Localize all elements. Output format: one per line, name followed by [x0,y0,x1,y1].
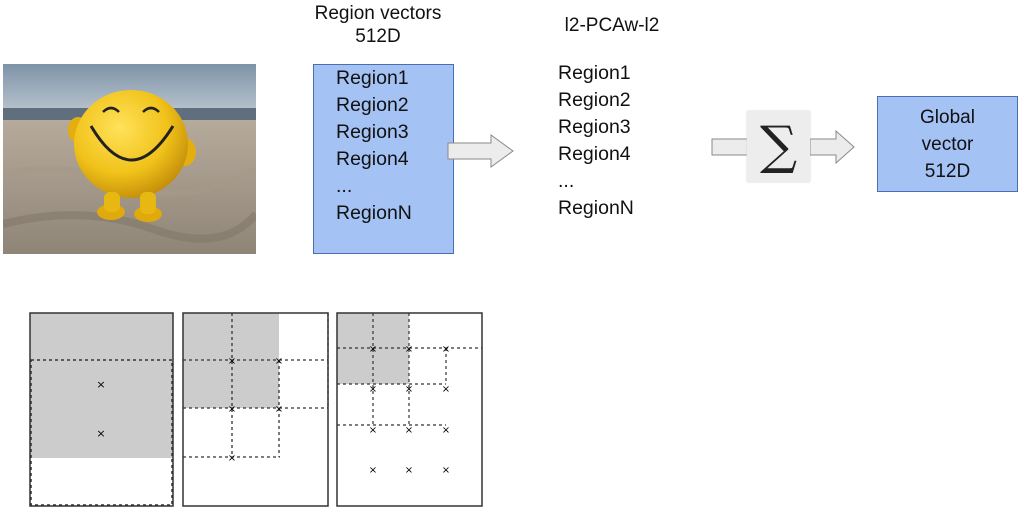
region-vector-item: ... [336,175,353,197]
region-vector-item: Region4 [336,148,409,170]
pca-region-item: Region2 [558,89,631,111]
region-vectors-box: Region1 Region2 Region3 Region4 ... Regi… [313,64,454,254]
global-vector-line1: Global [920,106,975,128]
center-mark-icon: × [369,344,377,355]
center-mark-icon: × [405,344,413,355]
center-mark-icon: × [369,425,377,436]
grid-panel-scale-3: × × × × × × × × × × × × [336,312,483,507]
center-mark-icon: × [228,356,236,367]
center-mark-icon: × [405,384,413,395]
sum-operator: ∑ [747,111,810,182]
pca-region-item: RegionN [558,197,634,219]
center-mark-icon: × [275,404,283,415]
pca-region-item: Region4 [558,143,631,165]
pca-region-item: Region3 [558,116,631,138]
center-mark-icon: × [96,378,105,391]
center-mark-icon: × [228,404,236,415]
arrow-right-icon [447,134,514,168]
center-mark-icon: × [442,425,450,436]
center-mark-icon: × [442,344,450,355]
global-vector-box: Global vector 512D [877,96,1018,192]
center-mark-icon: × [96,427,105,440]
smiley-photo [3,64,256,254]
center-mark-icon: × [228,453,236,464]
pca-region-item: ... [558,170,575,192]
region-vectors-list: Region1 Region2 Region3 Region4 ... Regi… [336,65,412,227]
grid-panel-scale-1: × × [29,312,174,507]
region-vector-item: Region3 [336,121,409,143]
pca-region-item: Region1 [558,62,631,84]
grid-panel-scale-2: × × × × × [182,312,329,507]
region-vector-item: RegionN [336,202,412,224]
global-vector-line3: 512D [924,160,971,182]
region-vectors-title-line1: Region vectors [314,3,442,24]
center-mark-icon: × [275,356,283,367]
region-grid-panels: × × × × × × × × × × × × × × × × × [29,312,483,507]
pca-title: l2-PCAw-l2 [564,15,660,36]
region-vector-item: Region2 [336,94,409,116]
arrow-right-icon [711,138,749,156]
center-mark-icon: × [442,465,450,476]
global-vector-line2: vector [921,133,974,155]
center-mark-icon: × [405,465,413,476]
pca-region-list: Region1 Region2 Region3 Region4 ... Regi… [558,60,634,222]
region-vectors-title: Region vectors 512D [300,2,456,48]
region-vector-item: Region1 [336,67,409,89]
arrow-right-icon [810,130,855,164]
center-mark-icon: × [369,465,377,476]
sigma-icon: ∑ [759,116,798,176]
region-vectors-title-line2: 512D [355,26,401,47]
center-mark-icon: × [369,384,377,395]
center-mark-icon: × [405,425,413,436]
center-mark-icon: × [442,384,450,395]
